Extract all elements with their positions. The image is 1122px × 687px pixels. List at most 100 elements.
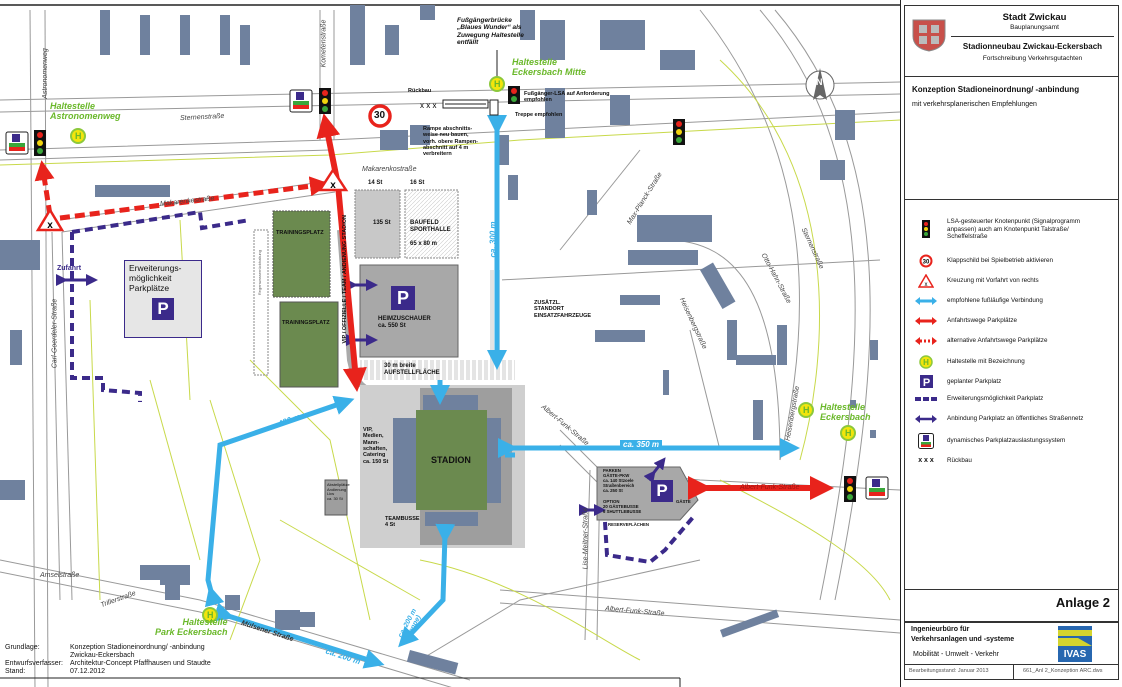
- footer-value: Zwickau-Eckersbach: [70, 652, 135, 659]
- legend-label: empfohlene fußläufige Verbindung: [947, 297, 1043, 305]
- bus-stop-letter: H: [75, 131, 82, 141]
- parking-135-label: 135 St: [373, 220, 391, 226]
- footer-value: 07.12.2012: [70, 668, 106, 675]
- title-panel: Stadt Zwickau Bauplanungsamt Stadionneub…: [900, 0, 1122, 687]
- svg-text:x: x: [925, 282, 928, 288]
- red-arrow-icon: [915, 317, 937, 325]
- parking-135: [354, 189, 401, 259]
- stadium: [324, 385, 525, 548]
- legend: LSA-gesteuerter Knotenpunkt (Signalprogr…: [904, 200, 1119, 590]
- training-field-2: [279, 301, 339, 388]
- stop-label-eckersbach: Haltestelle Eckersbach: [820, 402, 871, 422]
- parking-14-label: 14 St: [368, 180, 383, 186]
- team-bus-label: TEAMBUSSE 4 St: [385, 516, 420, 529]
- stop-label-astronomenweg: Haltestelle Astronomenweg: [50, 101, 121, 121]
- note-pedestrian-bridge: Fußgängerbrücke „Blaues Wunder“ als Zuwe…: [457, 17, 524, 47]
- street-albert-funk-east: Albert-Funk-Straße: [740, 484, 800, 491]
- red-dashed-arrow-icon: [915, 337, 937, 345]
- bus-stop-letter: H: [207, 610, 214, 620]
- footer-label: Stand:: [5, 668, 26, 675]
- traffic-light-icon: [844, 476, 856, 502]
- street-makarenkostrasse-east: Makarenkostraße: [362, 166, 417, 173]
- bus-stop-icon: H: [915, 355, 937, 369]
- training-field-2-label: TRAININGSPLATZ: [282, 320, 330, 326]
- priority-right-sign-icon: x: [35, 207, 65, 232]
- guests-label: GÄSTE: [676, 499, 691, 504]
- access-label: Zufahrt: [57, 265, 82, 272]
- traffic-light-icon: [319, 88, 331, 114]
- speed-limit-value: 30: [374, 110, 386, 121]
- guest-option-label: OPTION 20 GÄSTEBUSSE 6 SHUTTLEBUSSE: [603, 499, 642, 514]
- training-field-1: [272, 210, 331, 298]
- legend-label: Rückbau: [947, 457, 972, 464]
- plan-title: Konzeption Stadioneinordnung/ -anbindung: [912, 85, 1080, 94]
- logo-text: IVAS: [1063, 649, 1087, 660]
- sports-hall-label: BAUFELD SPORTHALLE 65 x 80 m: [410, 220, 451, 247]
- home-fans-parking-label: HEIMZUSCHAUER ca. 550 St: [378, 316, 431, 329]
- speed-30-sign-icon: 30: [915, 254, 937, 268]
- plan-subtitle: mit verkehrsplanerischen Empfehlungen: [912, 101, 1037, 108]
- ramp-structure: [442, 50, 499, 116]
- file-name: 661_Anl 2_Konzeption ARC.dws: [1023, 668, 1103, 674]
- expansion-parking-outline: [70, 209, 697, 565]
- north-label: N: [816, 77, 823, 87]
- parking-access-arrows: [56, 274, 666, 516]
- traffic-light-icon: [673, 119, 685, 145]
- blue-arrow-icon: [915, 297, 937, 305]
- parking-guidance-icon: [289, 89, 313, 113]
- title-block: Stadt Zwickau Bauplanungsamt Stadionneub…: [904, 5, 1119, 76]
- footer-label: Grundlage:: [5, 644, 40, 651]
- vip-road-label: VIP / OFFIZIELLE / TEAM / ANDIENUNG STAD…: [342, 215, 348, 344]
- svg-text:30: 30: [923, 260, 930, 266]
- demolition-x-icon: x x x: [420, 101, 436, 110]
- plan-title-block: Konzeption Stadioneinordnung/ -anbindung…: [904, 76, 1119, 200]
- pedestrian-light-icon: [508, 86, 520, 104]
- distance-350m: ca. 350 m: [620, 440, 663, 449]
- legend-label: Haltestelle mit Bezeichnung: [947, 358, 1025, 366]
- note-demolition: Rückbau: [408, 88, 432, 94]
- bus-stop-letter: H: [494, 79, 501, 89]
- priority-right-sign-icon: x: [915, 274, 937, 288]
- expansion-parking-label: Erweiterungs- möglichkeit Parkplätze: [129, 263, 182, 293]
- retention-basin: [253, 229, 269, 376]
- legend-label: Erweiterungsmöglichkeit Parkplatz: [947, 395, 1044, 402]
- footer-label: Entwurfsverfasser:: [5, 660, 63, 667]
- legend-label: Anbindung Parkplatz an öffentliches Stra…: [947, 415, 1084, 423]
- project-name: Stadionneubau Zwickau-Eckersbach: [962, 42, 1103, 51]
- parking-16-label: 16 St: [410, 180, 425, 186]
- staging-area-label: 30 m breite AUFSTELLFLÄCHE: [384, 363, 440, 376]
- legend-label: geplanter Parkplatz: [947, 377, 1002, 385]
- status-text: Bearbeitungsstand: Januar 2013: [909, 668, 989, 674]
- reserve-label: RESERVEFLÄCHEN: [608, 522, 649, 527]
- street-kometenstrasse: Kometenstraße: [320, 19, 328, 68]
- legend-label: dynamisches Parkplatzauslastungssystem: [947, 437, 1066, 445]
- annex-label: Anlage 2: [1055, 595, 1110, 610]
- parking-guidance-icon: [5, 131, 29, 155]
- priority-right-sign-icon: x: [317, 167, 349, 192]
- speed-30-sign-icon: [368, 104, 392, 128]
- truck-parking-label: Abstellplätze Andienung Lkw ca. 30 St: [327, 482, 350, 501]
- sports-hall-site: [404, 189, 459, 259]
- alt-access-route: [34, 160, 330, 221]
- engineer-tagline: Mobilität - Umwelt - Verkehr: [913, 651, 999, 658]
- traffic-light-icon: [34, 130, 46, 156]
- engineer-block: Ingenieurbüro für Verkehrsanlagen und -s…: [904, 622, 1119, 665]
- city-coat-of-arms-icon: [912, 19, 946, 52]
- street-carl-goerdeler: Carl-Goerdeler-Straße: [51, 298, 59, 369]
- purple-arrow-icon: [915, 415, 937, 423]
- project-subtitle: Fortschreibung Verkehrsgutachten: [982, 55, 1083, 62]
- svg-text:x: x: [47, 220, 53, 231]
- home-fans-parking: [359, 264, 459, 358]
- legend-label: alternative Anfahrtswege Parkplätze: [947, 337, 1048, 345]
- vip-area-label: VIP, Medien, Mann- schaften, Catering ca…: [363, 427, 389, 465]
- stop-label-park-eckersbach: Haltestelle Park Eckersbach: [155, 617, 228, 637]
- legend-label: LSA-gesteuerter Knotenpunkt (Signalprogr…: [947, 218, 1081, 241]
- demolition-x-icon: x x x: [918, 457, 934, 465]
- engineer-name-1: Ingenieurbüro für: [911, 626, 970, 633]
- parking-icon: P: [152, 298, 174, 321]
- expansion-parking-box: Erweiterungs- möglichkeit Parkplätze P: [124, 260, 202, 338]
- retention-label: Regenwasserrückhaltung: [257, 250, 262, 296]
- buildings: [0, 5, 878, 675]
- office-name: Bauplanungsamt: [1010, 24, 1059, 31]
- footer-value: Konzeption Stadioneinordnung/ -anbindung: [70, 644, 205, 651]
